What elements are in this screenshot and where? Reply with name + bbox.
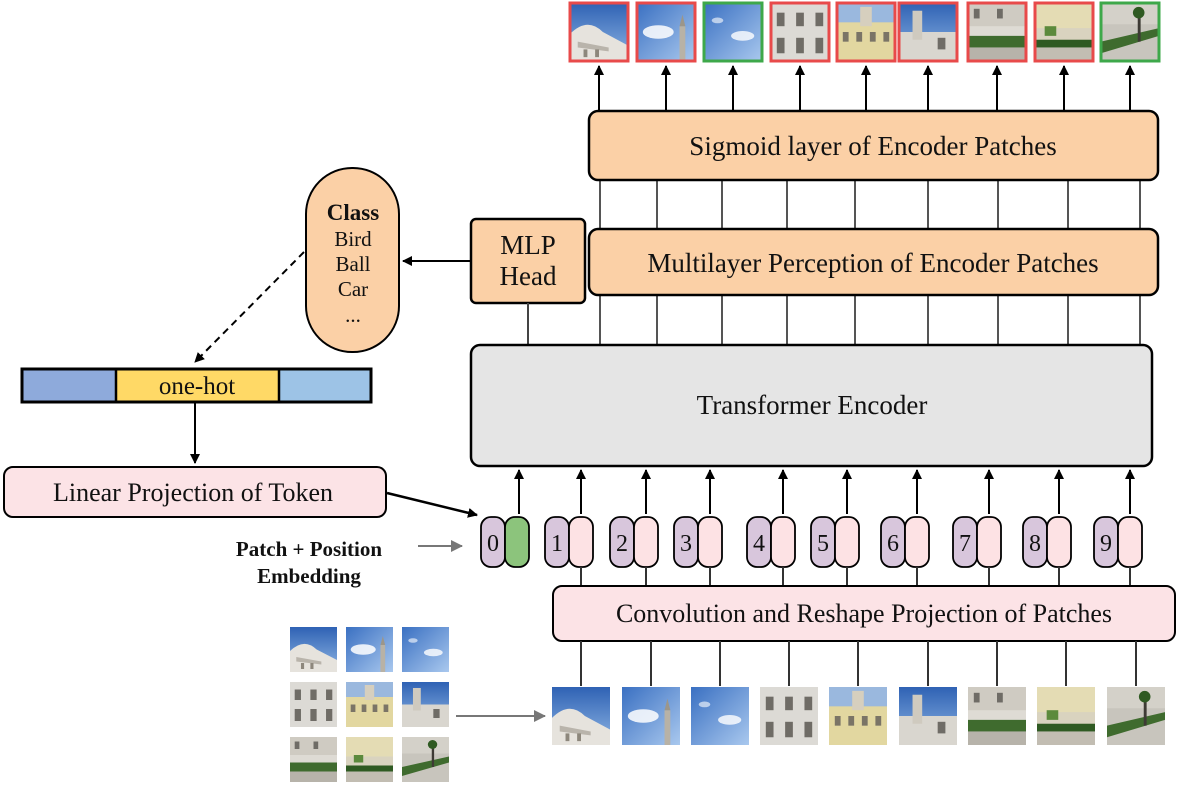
input-patch-1	[552, 687, 610, 745]
patch-embedding-0	[504, 516, 530, 568]
patch-embedding-4	[770, 516, 796, 568]
mlp-head-label-line2: Head	[500, 261, 557, 291]
output-patch-6	[897, 1, 959, 63]
input-patch-4	[760, 687, 818, 745]
embedding-label-line1: Patch + Position	[236, 537, 382, 561]
token-index-6: 6	[887, 531, 899, 557]
input-patch-6	[899, 687, 957, 745]
output-patch-9	[1099, 1, 1161, 63]
embedding-token-0: 0	[480, 516, 530, 568]
output-patches	[568, 1, 1161, 63]
linear-to-token0-arrow	[386, 491, 478, 518]
sigmoid-layer-box	[587, 109, 1160, 182]
token-to-encoder-arrows	[514, 469, 1135, 514]
embedding-token-9: 9	[1093, 516, 1143, 568]
token-index-9: 9	[1100, 531, 1112, 557]
class-item-bird: Bird	[334, 227, 372, 251]
transformer-encoder-box	[469, 343, 1154, 468]
output-patch-1	[568, 1, 630, 63]
embedding-tokens: 0 1 2 3 4 5 6 7 8 9	[480, 516, 1143, 568]
mlp-head-label-line1: MLP	[500, 230, 556, 260]
input-patch-3	[691, 687, 749, 745]
one-hot-right-segment	[279, 369, 371, 402]
patch-embedding-8	[1046, 516, 1072, 568]
embedding-token-6: 6	[880, 516, 930, 568]
input-patch-2	[622, 687, 680, 745]
input-patch-9	[1107, 687, 1165, 745]
output-patch-7	[966, 1, 1028, 63]
embedding-label-line2: Embedding	[257, 564, 361, 588]
sigmoid-layer-label: Sigmoid layer of Encoder Patches	[689, 131, 1056, 161]
one-hot-active-segment	[116, 369, 279, 402]
output-patch-2	[635, 1, 697, 63]
conv-projection-label: Convolution and Reshape Projection of Pa…	[616, 599, 1112, 628]
output-patch-8	[1033, 1, 1095, 63]
one-hot-vector: one-hot	[20, 367, 373, 404]
token-index-4: 4	[753, 531, 765, 557]
output-patch-4	[769, 1, 831, 63]
one-hot-label: one-hot	[159, 373, 235, 400]
multilayer-perception-box	[587, 227, 1160, 297]
input-patch-7	[968, 687, 1026, 745]
class-item-car: Car	[338, 277, 368, 301]
token-index-8: 8	[1029, 531, 1041, 557]
token-index-2: 2	[616, 531, 628, 557]
embedding-token-5: 5	[810, 516, 860, 568]
patch-embedding-2	[633, 516, 659, 568]
conv-to-token-lines	[580, 567, 1131, 586]
patch-embedding-7	[976, 516, 1002, 568]
grid-patch-8	[346, 737, 393, 782]
multilayer-perception-label: Multilayer Perception of Encoder Patches	[647, 248, 1098, 278]
token-index-5: 5	[817, 531, 829, 557]
grid-patch-5	[346, 682, 393, 727]
embedding-token-1: 1	[544, 516, 594, 568]
class-item-ball: Ball	[336, 252, 371, 276]
grid-patch-3	[402, 627, 449, 672]
class-box	[305, 167, 400, 353]
patch-embedding-9	[1117, 516, 1143, 568]
input-patch-sequence	[552, 687, 1165, 745]
input-patch-8	[1037, 687, 1095, 745]
grid-patch-2	[346, 627, 393, 672]
embedding-token-2: 2	[609, 516, 659, 568]
grid-patch-9	[402, 737, 449, 782]
class-box-title: Class	[327, 200, 379, 225]
patch-to-conv-lines	[580, 641, 1137, 686]
embedding-token-3: 3	[673, 516, 723, 568]
patch-embedding-6	[904, 516, 930, 568]
output-patch-3	[702, 1, 764, 63]
token-index-1: 1	[551, 531, 563, 557]
patch-embedding-3	[697, 516, 723, 568]
class-to-onehot-dashed-arrow	[194, 251, 305, 363]
one-hot-left-segment	[22, 369, 116, 402]
grid-patch-6	[402, 682, 449, 727]
output-arrows	[594, 65, 1135, 110]
grid-patch-7	[290, 737, 337, 782]
embedding-token-8: 8	[1022, 516, 1072, 568]
transformer-encoder-label: Transformer Encoder	[697, 390, 928, 420]
token-index-7: 7	[959, 531, 971, 557]
patch-embedding-5	[834, 516, 860, 568]
class-item-more: ...	[345, 303, 361, 327]
image-patch-grid	[290, 627, 449, 782]
linear-projection-label: Linear Projection of Token	[53, 478, 333, 507]
grid-patch-1	[290, 627, 337, 672]
token-index-3: 3	[680, 531, 692, 557]
embedding-token-4: 4	[746, 516, 796, 568]
patch-embedding-1	[568, 516, 594, 568]
grid-patch-4	[290, 682, 337, 727]
layer-connector-lines	[599, 180, 1141, 345]
embedding-token-7: 7	[952, 516, 1002, 568]
token-index-0: 0	[487, 531, 499, 557]
output-patch-5	[835, 1, 897, 63]
input-patch-5	[829, 687, 887, 745]
conv-projection-box	[552, 585, 1176, 642]
linear-projection-box	[3, 466, 387, 518]
